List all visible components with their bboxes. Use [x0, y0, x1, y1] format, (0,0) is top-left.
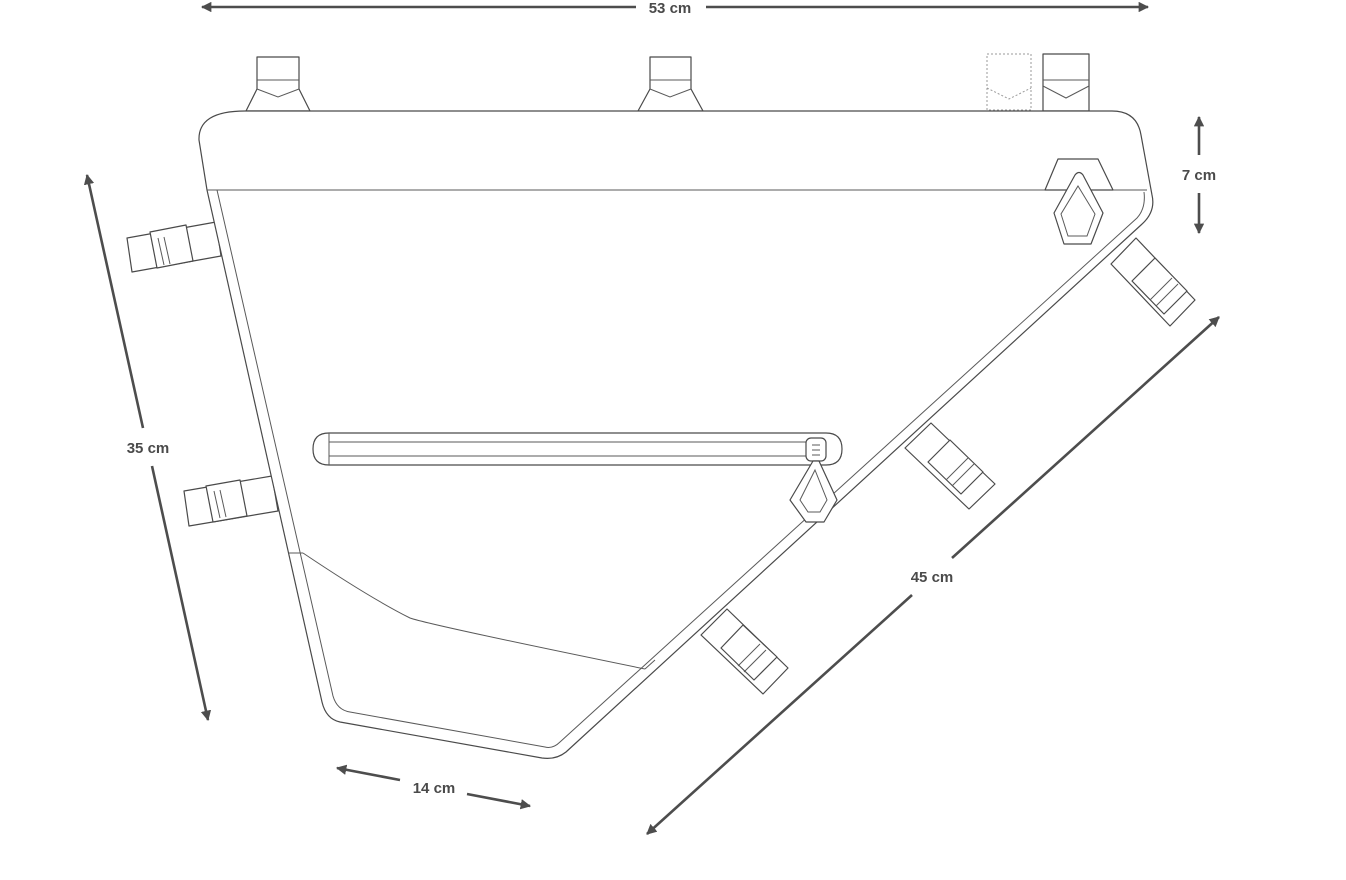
- top-strap-1: [245, 56, 311, 112]
- diagonal-strap-upper: [1110, 237, 1196, 327]
- dimension-diagonal-length-label: 45 cm: [911, 569, 954, 586]
- dimension-top-height: 7 cm: [1182, 115, 1216, 235]
- dimension-bottom-width: 14 cm: [335, 764, 532, 810]
- top-zipper-pull-icon: [1053, 171, 1104, 245]
- side-zipper: [312, 432, 843, 466]
- top-strap-3-ghost: [986, 53, 1032, 111]
- dimension-diagonal-length: 45 cm: [646, 316, 1220, 835]
- top-strap-3: [1042, 53, 1090, 112]
- dimension-top-width: 53 cm: [200, 0, 1150, 17]
- dimension-left-height-label: 35 cm: [127, 440, 170, 457]
- dimension-left-height: 35 cm: [83, 173, 212, 722]
- dimension-top-width-label: 53 cm: [649, 0, 692, 17]
- top-strap-2: [637, 56, 704, 112]
- dimension-top-height-label: 7 cm: [1182, 167, 1216, 184]
- diagonal-strap-lower: [700, 608, 789, 695]
- left-strap-lower: [183, 475, 279, 527]
- side-zipper-pull-icon: [789, 437, 838, 523]
- dimension-bottom-width-label: 14 cm: [413, 780, 456, 797]
- left-strap-upper: [126, 221, 222, 273]
- diagonal-strap-middle: [904, 422, 996, 510]
